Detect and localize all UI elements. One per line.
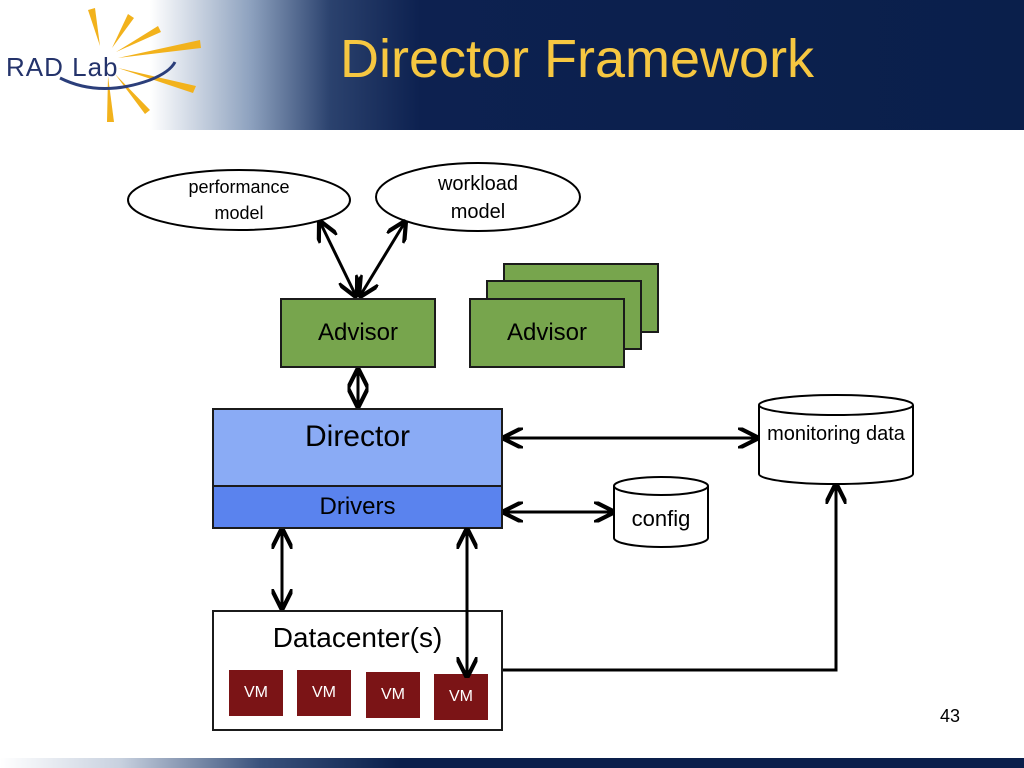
config-label: config	[631, 506, 691, 531]
arrow-advisor-performance	[320, 222, 356, 296]
director-box: Director	[212, 408, 503, 487]
vm-box: VM	[229, 670, 283, 716]
drivers-box: Drivers	[212, 485, 503, 529]
page-number: 43	[939, 706, 961, 726]
vm-box: VM	[297, 670, 351, 716]
advisor-box: Advisor	[280, 298, 436, 368]
workload-model-label: workload model	[437, 173, 519, 223]
vm-box: VM	[434, 674, 488, 720]
page-title: Director Framework	[340, 29, 815, 89]
arrow-advisor-workload	[360, 222, 405, 296]
logo-text: RAD Lab	[6, 52, 119, 82]
rad-lab-logo: RAD Lab	[6, 8, 201, 122]
performance-model-label: performance model	[188, 177, 290, 223]
arrow-datacenter-monitoring	[502, 485, 836, 672]
footer-bar	[0, 758, 1024, 768]
workload-model-ellipse	[375, 162, 581, 232]
slide-header: RAD Lab Director Framework	[0, 0, 1024, 130]
advisor-stack-front: Advisor	[469, 298, 625, 368]
performance-model-ellipse	[127, 169, 351, 231]
config-cylinder	[613, 476, 709, 548]
sun-rays-icon	[88, 8, 201, 122]
monitoring-data-cylinder	[758, 394, 914, 485]
vm-box: VM	[366, 672, 420, 718]
monitoring-data-label: monitoring data	[767, 423, 905, 445]
